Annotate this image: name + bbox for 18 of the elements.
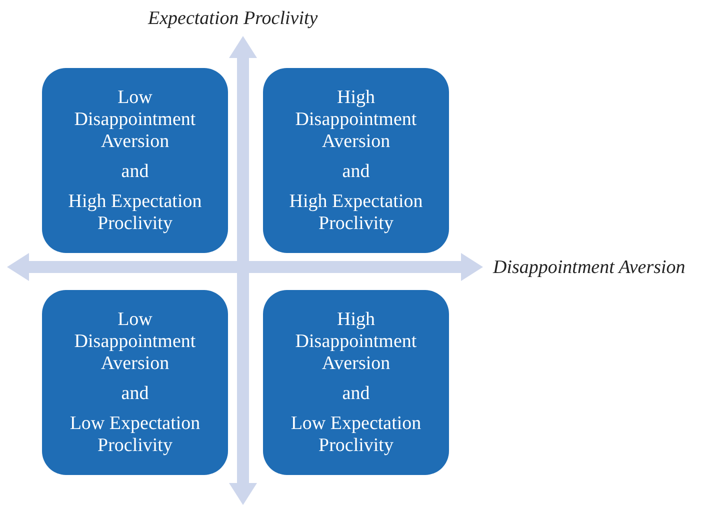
quadrant-box	[263, 290, 449, 475]
horizontal-axis-label: Disappointment Aversion	[493, 257, 686, 279]
quadrant-text: High Disappointment Aversion	[294, 308, 418, 374]
quadrant-text: and	[121, 382, 149, 404]
quadrant-box	[42, 68, 228, 253]
quadrant-text: Low Disappointment Aversion	[73, 308, 197, 374]
quadrant-text: High Expectation Proclivity	[288, 190, 424, 234]
quadrant-text: and	[342, 382, 370, 404]
quadrant-text: High Expectation Proclivity	[67, 190, 203, 234]
quadrant-text: Low Expectation Proclivity	[290, 412, 422, 456]
quadrant-text: Low Disappointment Aversion	[73, 86, 197, 152]
quadrant-box	[263, 68, 449, 253]
vertical-axis-label: Expectation Proclivity	[148, 8, 318, 30]
quadrant-text: and	[121, 160, 149, 182]
quadrant-text: and	[342, 160, 370, 182]
quadrant-box	[42, 290, 228, 475]
quadrant-text: High Disappointment Aversion	[294, 86, 418, 152]
quadrant-text: Low Expectation Proclivity	[68, 412, 202, 456]
